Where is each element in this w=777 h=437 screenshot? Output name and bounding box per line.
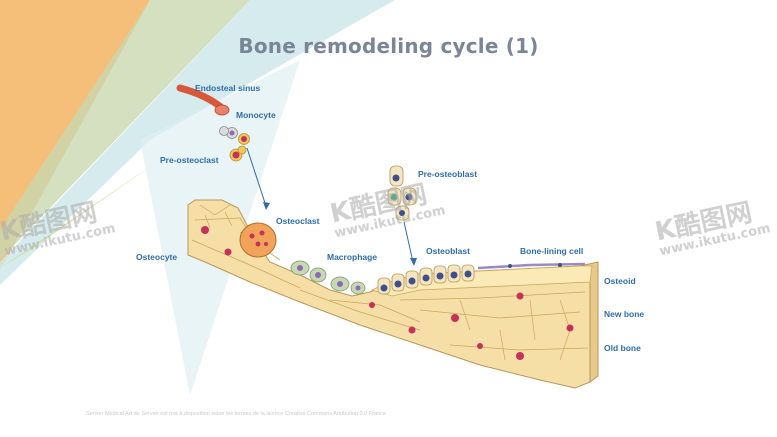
green-wedge <box>0 0 250 260</box>
label-pre-osteoblast: Pre-osteoblast <box>418 169 478 179</box>
teal-wedge <box>0 0 395 285</box>
label-macrophage: Macrophage <box>327 252 378 262</box>
label-endosteal-sinus: Endosteal sinus <box>195 83 261 93</box>
label-old-bone: Old bone <box>604 343 641 353</box>
arrow-head <box>410 258 417 266</box>
label-osteoblast: Osteoblast <box>426 246 470 256</box>
bone-lining-nucleus <box>508 264 512 268</box>
label-monocyte: Monocyte <box>236 110 276 120</box>
credit-line: Servier Medical Art de Servier est mis à… <box>86 411 386 417</box>
arrow-to-osteoblast <box>403 221 414 263</box>
arrow-to-osteoclast <box>246 147 267 207</box>
osteocyte-cells <box>201 226 574 360</box>
label-new-bone: New bone <box>604 309 645 319</box>
pre-osteoblast-cells <box>387 165 417 221</box>
arrow-head <box>263 202 270 210</box>
bone-lining-cells <box>477 262 586 270</box>
endosteal-sinus <box>176 84 230 116</box>
macrophage-cells <box>290 260 366 295</box>
slide-title: Bone remodeling cycle (1) <box>238 34 539 58</box>
pre-osteoclast-cells <box>229 133 250 162</box>
osteoclast-cell <box>239 222 277 258</box>
label-osteoid: Osteoid <box>604 276 636 286</box>
label-osteocyte: Osteocyte <box>136 252 178 262</box>
lime-wedge <box>0 160 160 268</box>
bone-lining-nucleus <box>558 263 562 267</box>
label-osteoclast: Osteoclast <box>276 216 320 226</box>
osteoblast-row <box>377 264 475 295</box>
label-pre-osteoclast: Pre-osteoclast <box>160 155 219 165</box>
monocyte-cells <box>219 126 238 139</box>
label-bone-lining-cell: Bone-lining cell <box>520 246 584 256</box>
